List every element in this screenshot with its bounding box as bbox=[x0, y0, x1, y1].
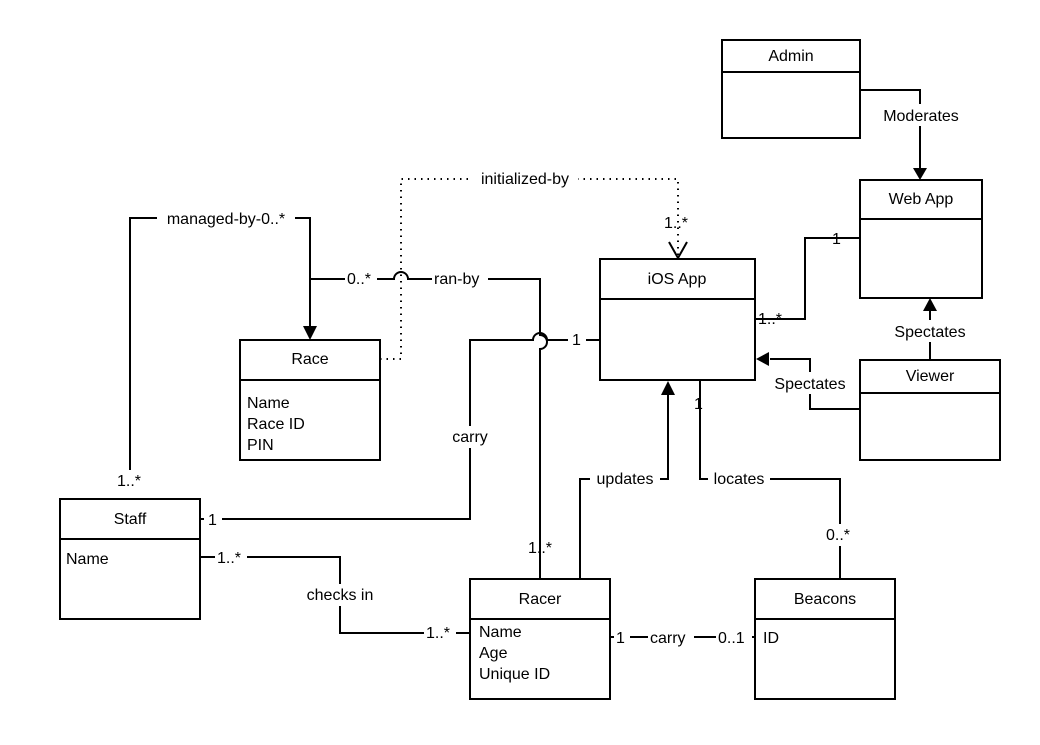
class-ios-app: iOS App bbox=[599, 258, 756, 381]
mult-ios-app-web: 1..* bbox=[758, 311, 782, 328]
mult-staff-carry: 1 bbox=[208, 512, 217, 529]
association-checks-in: 1..* checks in 1..* bbox=[200, 547, 475, 644]
ran-by-label: ran-by bbox=[434, 271, 479, 288]
mult-staff-managed: 1..* bbox=[117, 473, 141, 490]
race-attr-race-id: Race ID bbox=[247, 416, 305, 433]
mult-race-ran-by: 0..* bbox=[347, 271, 371, 288]
association-ran-by: 0..* ran-by 1..* bbox=[310, 268, 552, 578]
mult-racer-carry: 1 bbox=[616, 630, 625, 647]
mult-beacons-carry: 0..1 bbox=[718, 630, 745, 647]
mult-racer-ran-by: 1..* bbox=[528, 540, 552, 557]
class-web-app-title: Web App bbox=[889, 191, 954, 208]
locates-label: locates bbox=[714, 471, 765, 488]
managed-by-label: managed-by-0..* bbox=[167, 211, 285, 228]
class-beacons: Beacons ID bbox=[754, 578, 896, 700]
mult-ios-locates: 1 bbox=[694, 396, 703, 413]
association-moderates: Moderates bbox=[860, 89, 966, 180]
class-viewer-title: Viewer bbox=[906, 368, 955, 385]
mult-web-app: 1 bbox=[832, 231, 841, 248]
initialized-by-label: initialized-by bbox=[481, 171, 569, 188]
mult-beacons-locates: 0..* bbox=[826, 527, 850, 544]
spectates-ios-label: Spectates bbox=[774, 376, 845, 393]
racer-attr-age: Age bbox=[479, 645, 508, 662]
class-staff: Staff Name bbox=[59, 498, 201, 620]
mult-staff-checks-in: 1..* bbox=[217, 550, 241, 567]
spectates-web-label: Spectates bbox=[894, 324, 965, 341]
staff-attr-name: Name bbox=[66, 551, 109, 568]
mult-ios-carry: 1 bbox=[572, 332, 581, 349]
association-spectates-ios: Spectates bbox=[756, 352, 860, 410]
association-updates: updates bbox=[579, 381, 675, 578]
updates-label: updates bbox=[597, 471, 654, 488]
beacons-attr-id: ID bbox=[763, 630, 779, 647]
carry-racer-label: carry bbox=[650, 630, 686, 647]
association-carry-staff: 1 carry 1 bbox=[200, 330, 600, 529]
class-racer: Racer Name Age Unique ID bbox=[469, 578, 611, 700]
mult-ios-initialized: 1..* bbox=[664, 215, 688, 232]
association-carry-racer: 1 carry 0..1 bbox=[610, 626, 755, 648]
racer-attr-unique-id: Unique ID bbox=[479, 666, 550, 683]
class-race: Race Name Race ID PIN bbox=[239, 339, 381, 461]
association-spectates-web: Spectates bbox=[885, 298, 975, 360]
checks-in-label: checks in bbox=[307, 587, 374, 604]
association-initialized-by: initialized-by 1..* bbox=[380, 169, 688, 360]
carry-staff-label: carry bbox=[452, 429, 488, 446]
class-viewer: Viewer bbox=[859, 359, 1001, 461]
moderates-label: Moderates bbox=[883, 108, 959, 125]
race-attr-pin: PIN bbox=[247, 437, 274, 454]
class-admin: Admin bbox=[721, 39, 861, 139]
class-race-title: Race bbox=[291, 351, 328, 368]
class-admin-title: Admin bbox=[768, 48, 813, 65]
class-racer-title: Racer bbox=[519, 591, 562, 608]
association-ios-web: 1 1..* bbox=[755, 231, 860, 328]
mult-racer-checks-in: 1..* bbox=[426, 625, 450, 642]
association-locates: 1 locates 0..* bbox=[694, 380, 858, 578]
racer-attr-name: Name bbox=[479, 624, 522, 641]
class-ios-app-title: iOS App bbox=[648, 271, 707, 288]
race-attr-name: Name bbox=[247, 395, 290, 412]
class-staff-title: Staff bbox=[114, 511, 147, 528]
class-web-app: Web App bbox=[859, 179, 983, 299]
class-beacons-title: Beacons bbox=[794, 591, 856, 608]
association-managed-by: managed-by-0..* 1..* bbox=[117, 208, 317, 490]
